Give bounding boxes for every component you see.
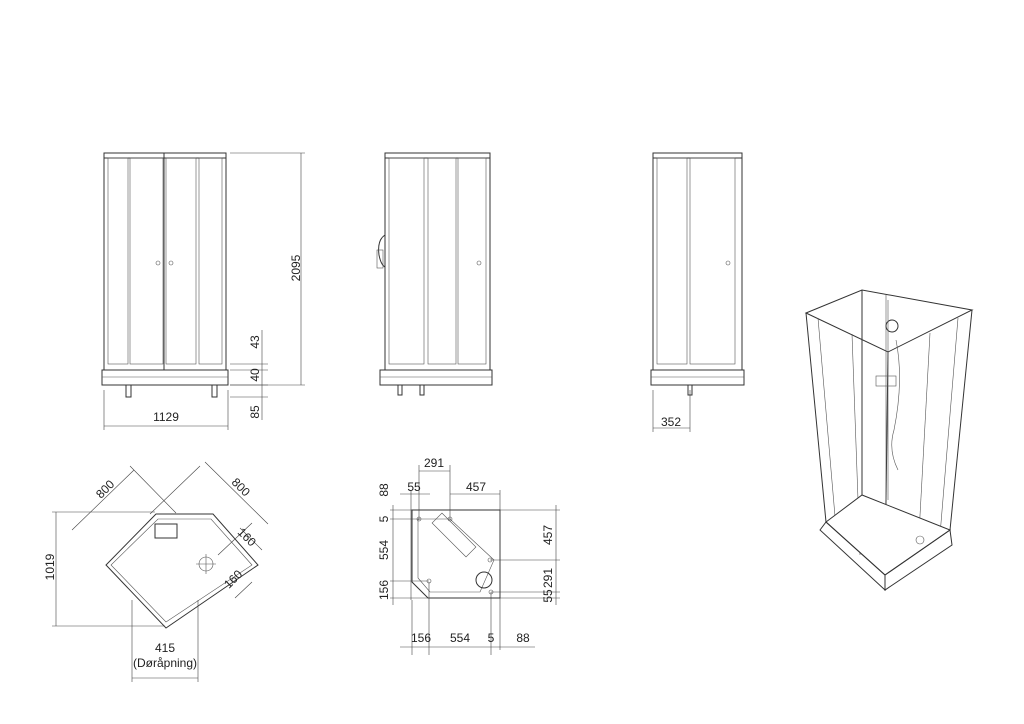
dim-right-457: 457 [541, 525, 555, 545]
dim-side-a: 800 [93, 477, 117, 501]
dim-drain-a: 160 [235, 525, 259, 549]
dim-side-b: 800 [229, 475, 253, 499]
dim-door-opening: 415 [155, 641, 175, 655]
dim-top-291: 291 [424, 456, 444, 470]
dim-top-88: 88 [377, 483, 391, 497]
dim-top-55: 55 [407, 480, 421, 494]
dim-base: 40 [248, 368, 262, 382]
dim-bottom-156: 156 [411, 631, 431, 645]
side-view-right: 352 [650, 152, 745, 432]
dim-left-156: 156 [377, 580, 391, 600]
dim-left-554: 554 [377, 540, 391, 560]
door-opening-label: (Døråpning) [133, 656, 197, 670]
dim-height: 2095 [289, 254, 303, 281]
dim-right-291: 291 [541, 568, 555, 588]
dim-feet: 85 [248, 405, 262, 419]
dim-depth: 1019 [43, 553, 57, 580]
perspective-view [804, 289, 974, 592]
dim-bottom-554: 554 [450, 631, 470, 645]
side-view [376, 152, 493, 396]
dim-depth: 352 [661, 415, 681, 429]
dim-top-457: 457 [466, 480, 486, 494]
top-plan: 800 800 160 160 1019 415 (Døråpning) [43, 461, 269, 682]
dim-bottom-5: 5 [488, 631, 495, 645]
base-plan: 291 88 55 457 5 554 156 457 291 55 156 5… [377, 456, 560, 655]
front-view: 2095 43 40 85 1129 [101, 152, 305, 430]
dim-width: 1129 [153, 410, 179, 424]
dim-top-gap: 43 [248, 335, 262, 349]
dim-right-55: 55 [541, 589, 555, 603]
dim-left-5: 5 [377, 515, 391, 522]
dim-bottom-88: 88 [516, 631, 530, 645]
